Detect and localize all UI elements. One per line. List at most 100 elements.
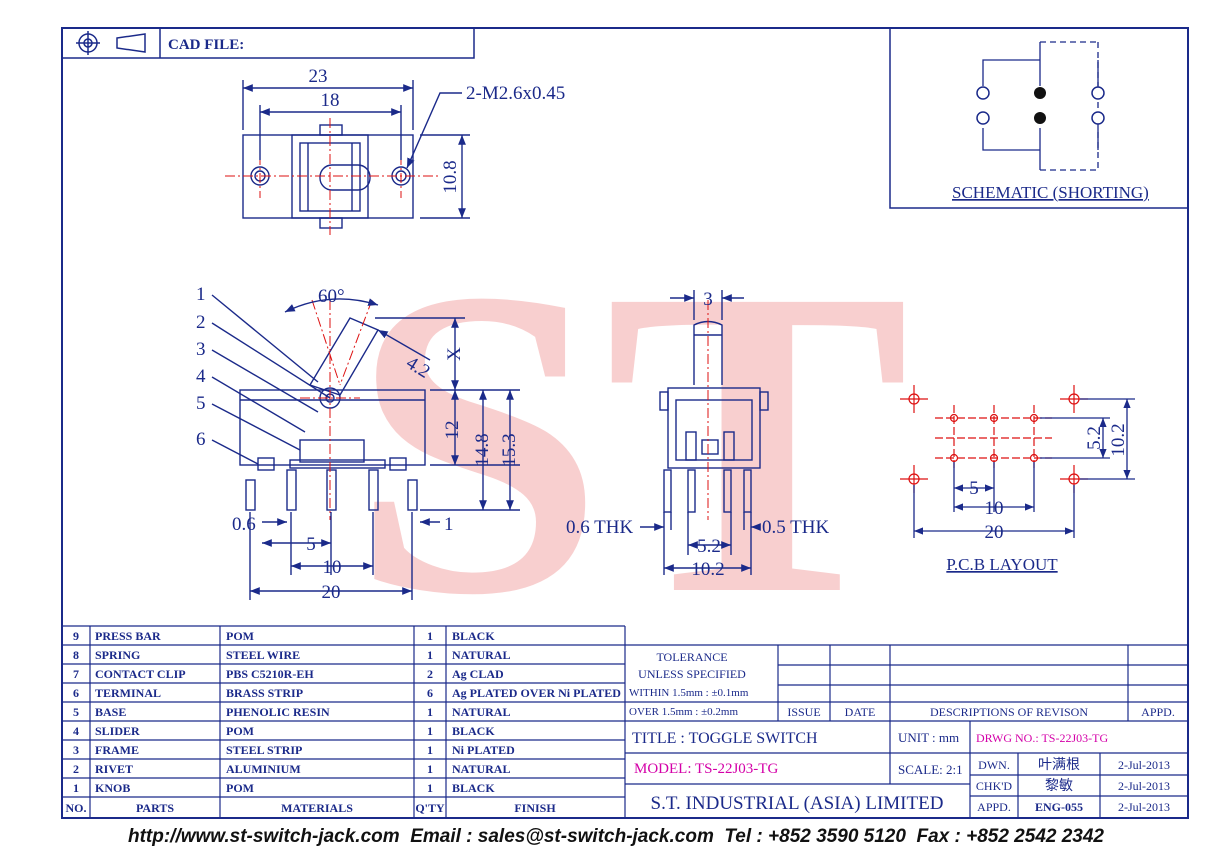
row-9-finish: BLACK [452, 629, 495, 643]
thk-left: 0.6 THK [566, 517, 633, 538]
drwg-no: DRWG NO.: TS-22J03-TG [976, 731, 1108, 745]
row-2-material: ALUMINIUM [226, 762, 301, 776]
row-9-material: POM [226, 629, 254, 643]
row-8-part: SPRING [95, 648, 140, 662]
watermark-text: ST [350, 199, 910, 686]
row-3-finish: Ni PLATED [452, 743, 515, 757]
row-6-no: 6 [73, 686, 79, 700]
row-7-qty: 2 [427, 667, 433, 681]
row-6-qty: 6 [427, 686, 433, 700]
dwn-name: 叶满根 [1038, 757, 1080, 773]
dim-10-2: 10.2 [691, 559, 724, 580]
row-8-qty: 1 [427, 648, 433, 662]
row-2-finish: NATURAL [452, 762, 510, 776]
row-5-part: BASE [95, 705, 126, 719]
dim-5-2: 5.2 [697, 536, 721, 557]
rev-date-header: DATE [845, 705, 876, 719]
header-qty: Q'TY [415, 801, 445, 815]
rev-description-header: DESCRIPTIONS OF REVISON [930, 705, 1088, 719]
chkd-label: CHK'D [976, 779, 1012, 793]
side-view [211, 294, 520, 600]
row-9-part: PRESS BAR [95, 629, 161, 643]
row-9-qty: 1 [427, 629, 433, 643]
dim-20: 20 [322, 582, 341, 603]
header-materials: MATERIALS [281, 801, 353, 815]
watermark: ST [350, 199, 910, 686]
tolerance-over: OVER 1.5mm : ±0.2mm [629, 706, 738, 718]
callout-3: 3 [196, 339, 206, 360]
row-1-material: POM [226, 781, 254, 795]
row-2-part: RIVET [95, 762, 133, 776]
row-5-qty: 1 [427, 705, 433, 719]
callout-2: 2 [196, 312, 206, 333]
dim-12: 12 [442, 421, 463, 440]
callout-1: 1 [196, 284, 206, 305]
row-7-finish: Ag CLAD [452, 667, 504, 681]
row-5-finish: NATURAL [452, 705, 510, 719]
dim-14-8: 14.8 [472, 433, 493, 466]
row-8-no: 8 [73, 648, 79, 662]
row-7-no: 7 [73, 667, 79, 681]
tolerance-unless: UNLESS SPECIFIED [638, 667, 746, 681]
row-2-qty: 1 [427, 762, 433, 776]
row-7-material: PBS C5210R-EH [226, 667, 314, 681]
row-6-finish: Ag PLATED OVER Ni PLATED [452, 686, 621, 700]
dim-10-8: 10.8 [440, 160, 461, 193]
dim-x: X [444, 347, 465, 361]
row-1-part: KNOB [95, 781, 130, 795]
row-4-finish: BLACK [452, 724, 495, 738]
row-3-no: 3 [73, 743, 79, 757]
header-no: NO. [66, 801, 87, 815]
appd-label: APPD. [977, 800, 1011, 814]
row-1-qty: 1 [427, 781, 433, 795]
unit: UNIT : mm [898, 730, 959, 745]
top-view [225, 80, 470, 235]
tolerance-title: TOLERANCE [656, 650, 727, 664]
pcb-layout-title: P.C.B LAYOUT [946, 555, 1058, 574]
row-5-no: 5 [73, 705, 79, 719]
row-6-part: TERMINAL [95, 686, 161, 700]
pcb-layout [900, 385, 1135, 538]
company-name: S.T. INDUSTRIAL (ASIA) LIMITED [651, 793, 944, 814]
row-4-qty: 1 [427, 724, 433, 738]
row-3-material: STEEL STRIP [226, 743, 302, 757]
chkd-name: 黎敏 [1045, 778, 1073, 794]
dim-18: 18 [321, 90, 340, 111]
callout-4: 4 [196, 366, 206, 387]
dim-10: 10 [323, 557, 342, 578]
row-4-no: 4 [73, 724, 79, 738]
title-block: TOLERANCE UNLESS SPECIFIED WITHIN 1.5mm … [625, 644, 1188, 818]
pcb-dim-10-2: 10.2 [1108, 423, 1129, 456]
row-7-part: CONTACT CLIP [95, 667, 186, 681]
callout-5: 5 [196, 393, 206, 414]
thread-note: 2-M2.6x0.45 [466, 83, 565, 104]
header-parts: PARTS [136, 801, 174, 815]
schematic: SCHEMATIC (SHORTING) [889, 27, 1189, 209]
top-view-labels: 23 18 10.8 2-M2.6x0.45 [309, 66, 566, 194]
pcb-dim-20: 20 [985, 522, 1004, 543]
cad-file-label: CAD FILE: [168, 37, 244, 53]
pcb-layout-labels: 5.2 10.2 5 10 20 P.C.B LAYOUT [946, 423, 1129, 574]
pcb-dim-5-2: 5.2 [1084, 426, 1105, 450]
row-1-no: 1 [73, 781, 79, 795]
parts-table: 9 PRESS BAR POM 1 BLACK 8 SPRING STEEL W… [62, 625, 626, 818]
row-5-material: PHENOLIC RESIN [226, 705, 330, 719]
dim-15-3: 15.3 [499, 433, 520, 466]
cad-file-box: CAD FILE: [61, 27, 475, 59]
projection-symbol-icon [76, 31, 146, 55]
dim-angle: 60° [318, 286, 345, 307]
row-4-part: SLIDER [95, 724, 140, 738]
rev-issue-header: ISSUE [787, 705, 820, 719]
pcb-dim-5: 5 [969, 478, 979, 499]
dim-0-6: 0.6 [232, 514, 256, 535]
rev-appd-header: APPD. [1141, 705, 1175, 719]
row-6-material: BRASS STRIP [226, 686, 303, 700]
front-view-labels: 3 0.6 THK 0.5 THK 5.2 10.2 [566, 289, 829, 580]
dwn-date: 2-Jul-2013 [1118, 758, 1170, 772]
appd-date: 2-Jul-2013 [1118, 800, 1170, 814]
dim-23: 23 [309, 66, 328, 87]
dim-1: 1 [444, 514, 454, 535]
callout-6: 6 [196, 429, 206, 450]
scale: SCALE: 2:1 [898, 762, 963, 777]
